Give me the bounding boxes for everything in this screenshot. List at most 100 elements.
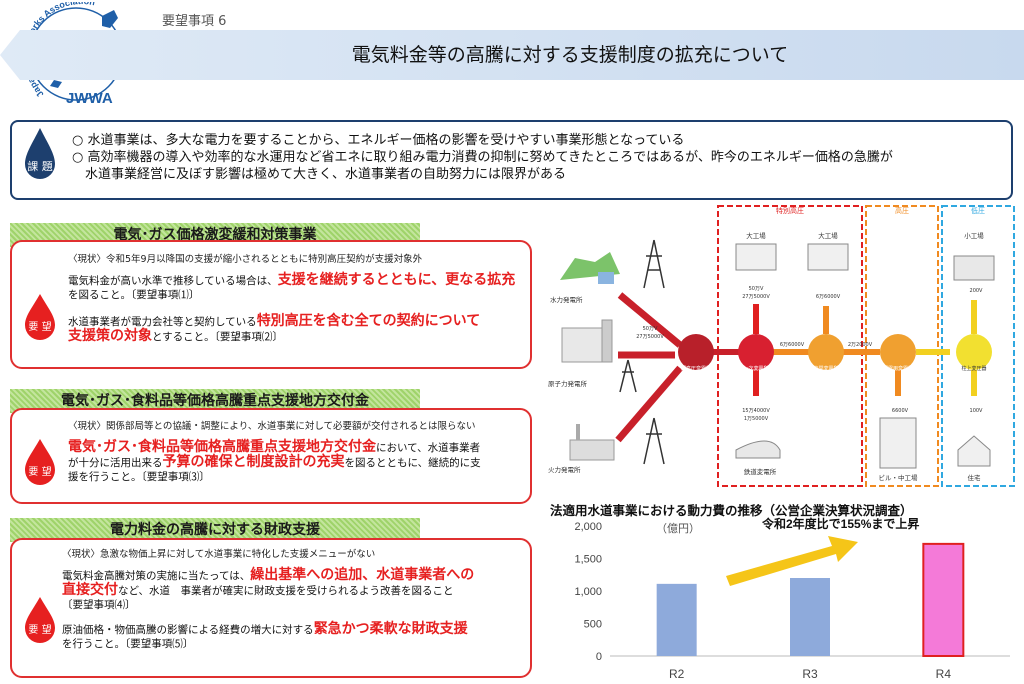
voltage-label: 100V	[970, 408, 984, 414]
y-tick-label: 500	[584, 619, 602, 631]
building-icon	[879, 417, 917, 469]
target-label: 大工場	[818, 231, 838, 240]
transmission-tower-icon	[643, 239, 665, 289]
chart-bar-r3	[790, 578, 830, 656]
zone-low-frame	[941, 205, 1015, 487]
request-badge-label: 要 望	[28, 623, 51, 636]
water-drop-icon: 課 題	[25, 128, 55, 179]
station-label: 一次変電所	[743, 365, 768, 372]
source-label-nuclear: 原子力発電所	[548, 379, 588, 388]
small-factory-icon	[953, 255, 995, 281]
issue-text: ○ 水道事業は、多大な電力を要することから、エネルギー価格の影響を受けやすい事業…	[72, 132, 992, 183]
request-highlight: 直接交付	[62, 582, 118, 598]
target-label: 鉄道変電所	[744, 467, 777, 476]
chart-unit-label: （億円）	[656, 522, 700, 535]
logo-wordmark: JWWA	[66, 90, 113, 107]
section1-text: 〈現状〉令和5年9月以降国の支援が縮小されるとともに特別高圧契約が支援対象外 電…	[68, 253, 528, 344]
issue-line: ○ 水道事業は、多大な電力を要することから、エネルギー価格の影響を受けやすい事業…	[72, 133, 685, 148]
pole-transformer-icon	[956, 334, 992, 370]
status-text: 〈現状〉令和5年9月以降国の支援が縮小されるとともに特別高圧契約が支援対象外	[68, 254, 423, 265]
flow-arrow	[615, 365, 683, 443]
zone-label-extra-high: 特別高圧	[776, 206, 804, 215]
chart-annotation: 令和2年度比で155%まで上昇	[761, 516, 919, 531]
request-badge-label: 要 望	[28, 465, 51, 478]
voltage-label: 27万5000V	[742, 294, 770, 300]
voltage-label: 200V	[970, 288, 984, 294]
voltage-label: 50万V	[749, 286, 764, 292]
section-box-fiscal-support	[10, 538, 532, 678]
zone-label-high: 高圧	[895, 206, 909, 215]
source-label-hydro: 水力発電所	[550, 295, 583, 304]
request-text: 電気料金が高い水準で推移している場合は、	[68, 275, 278, 287]
request-text: を図るとともに、継続的に支	[344, 457, 481, 469]
flow-arrow	[617, 292, 683, 348]
chart-title: 法適用水道事業における動力費の推移（公営企業決算状況調査）	[550, 503, 913, 518]
request-highlight: 予算の確保と制度設計の充実	[162, 454, 345, 470]
source-label-thermal: 火力発電所	[548, 465, 581, 474]
thermal-plant-icon	[569, 439, 615, 461]
substation-icon	[738, 334, 774, 370]
request-text: を図ること。〔要望事項⑴〕	[68, 289, 200, 301]
target-label: 小工場	[964, 231, 984, 240]
chart-bar-r2	[656, 583, 697, 656]
train-icon	[735, 440, 781, 459]
zone-high-frame	[865, 205, 939, 487]
x-tick-label: R2	[669, 667, 685, 681]
request-highlight: 緊急かつ柔軟な財政支援	[313, 621, 468, 637]
issue-line: ○ 高効率機器の導入や効率的な水運用など省エネに取り組み電力消費の抑制に努めてき…	[72, 150, 893, 165]
power-distribution-diagram: 特別高圧 高圧 低圧 水力発電所 原子力発電所 火力発電所 超高圧変電所 一次変…	[548, 205, 1015, 487]
section-box-gas-subsidy	[10, 240, 532, 369]
request-text: 水道事業者が電力会社等と契約している	[68, 316, 257, 328]
substation-icon	[808, 334, 844, 370]
request-highlight: 特別高圧を含む全ての契約について	[256, 313, 481, 329]
x-tick-label: R4	[936, 667, 952, 681]
nuclear-plant-icon	[561, 327, 603, 363]
voltage-label: 27万5000V	[636, 334, 664, 340]
voltage-label: 2万2000V	[848, 342, 873, 348]
request-text: を行うこと。〔要望事項⑸〕	[62, 638, 194, 650]
request-badge-label: 要 望	[28, 320, 51, 333]
voltage-label: 6万6000V	[780, 342, 805, 348]
zone-label-low: 低圧	[971, 206, 985, 215]
transmission-tower-icon	[619, 359, 637, 393]
target-label: 住宅	[968, 473, 982, 482]
station-label: 超高圧変電所	[681, 365, 711, 372]
issue-badge-label: 課 題	[27, 159, 53, 173]
request-text: など、水道 事業者が確実に財政支援を受けられるよう改善を図ること	[118, 585, 454, 597]
station-label: 中間変電所	[813, 365, 838, 372]
zone-extra-high-frame	[717, 205, 863, 487]
status-text: 〈現状〉関係部局等との協議・調整により、水道事業に対して必要額が交付されるとは限…	[68, 421, 476, 432]
increase-arrow-icon	[726, 536, 858, 586]
station-label: 柱上変圧器	[961, 365, 986, 372]
status-text: 〈現状〉急激な物価上昇に対して水道事業に特化した支援メニューがない	[62, 549, 376, 560]
factory-icon	[735, 243, 777, 271]
voltage-label: 6万6000V	[816, 294, 841, 300]
y-tick-label: 2,000	[574, 521, 602, 533]
voltage-label: 6600V	[892, 408, 909, 414]
request-text: とすること。〔要望事項⑵〕	[152, 331, 283, 343]
page-title: 電気料金等の高騰に対する支援制度の拡充について	[351, 44, 789, 66]
request-drop-icon: 要 望	[25, 294, 55, 340]
transmission-tower-icon	[643, 417, 665, 465]
y-tick-label: 1,500	[574, 554, 602, 566]
target-label: ビル・中工場	[879, 473, 919, 482]
y-tick-label: 1,000	[574, 586, 602, 598]
target-label: 大工場	[746, 231, 766, 240]
request-text: 〔要望事項⑷〕	[62, 599, 136, 611]
substation-icon	[678, 334, 714, 370]
x-tick-label: R3	[802, 667, 818, 681]
request-text: において、水道事業者	[376, 442, 481, 454]
station-label: 配電用変電所	[883, 365, 913, 372]
factory-icon	[807, 243, 849, 271]
section-box-local-grant	[10, 408, 532, 504]
request-highlight: 支援を継続するとともに、更なる拡充	[277, 272, 516, 288]
voltage-label: 1万5000V	[744, 416, 769, 422]
house-icon	[957, 435, 991, 467]
substation-icon	[880, 334, 916, 370]
request-text: 電気料金高騰対策の実施に当たっては、	[62, 570, 251, 582]
request-item-label: 要望事項 6	[162, 14, 227, 29]
section3-text: 〈現状〉急激な物価上昇に対して水道事業に特化した支援メニューがない 電気料金高騰…	[62, 548, 526, 651]
voltage-label: 50万V	[643, 326, 658, 332]
request-highlight: 支援策の対象	[68, 328, 152, 344]
